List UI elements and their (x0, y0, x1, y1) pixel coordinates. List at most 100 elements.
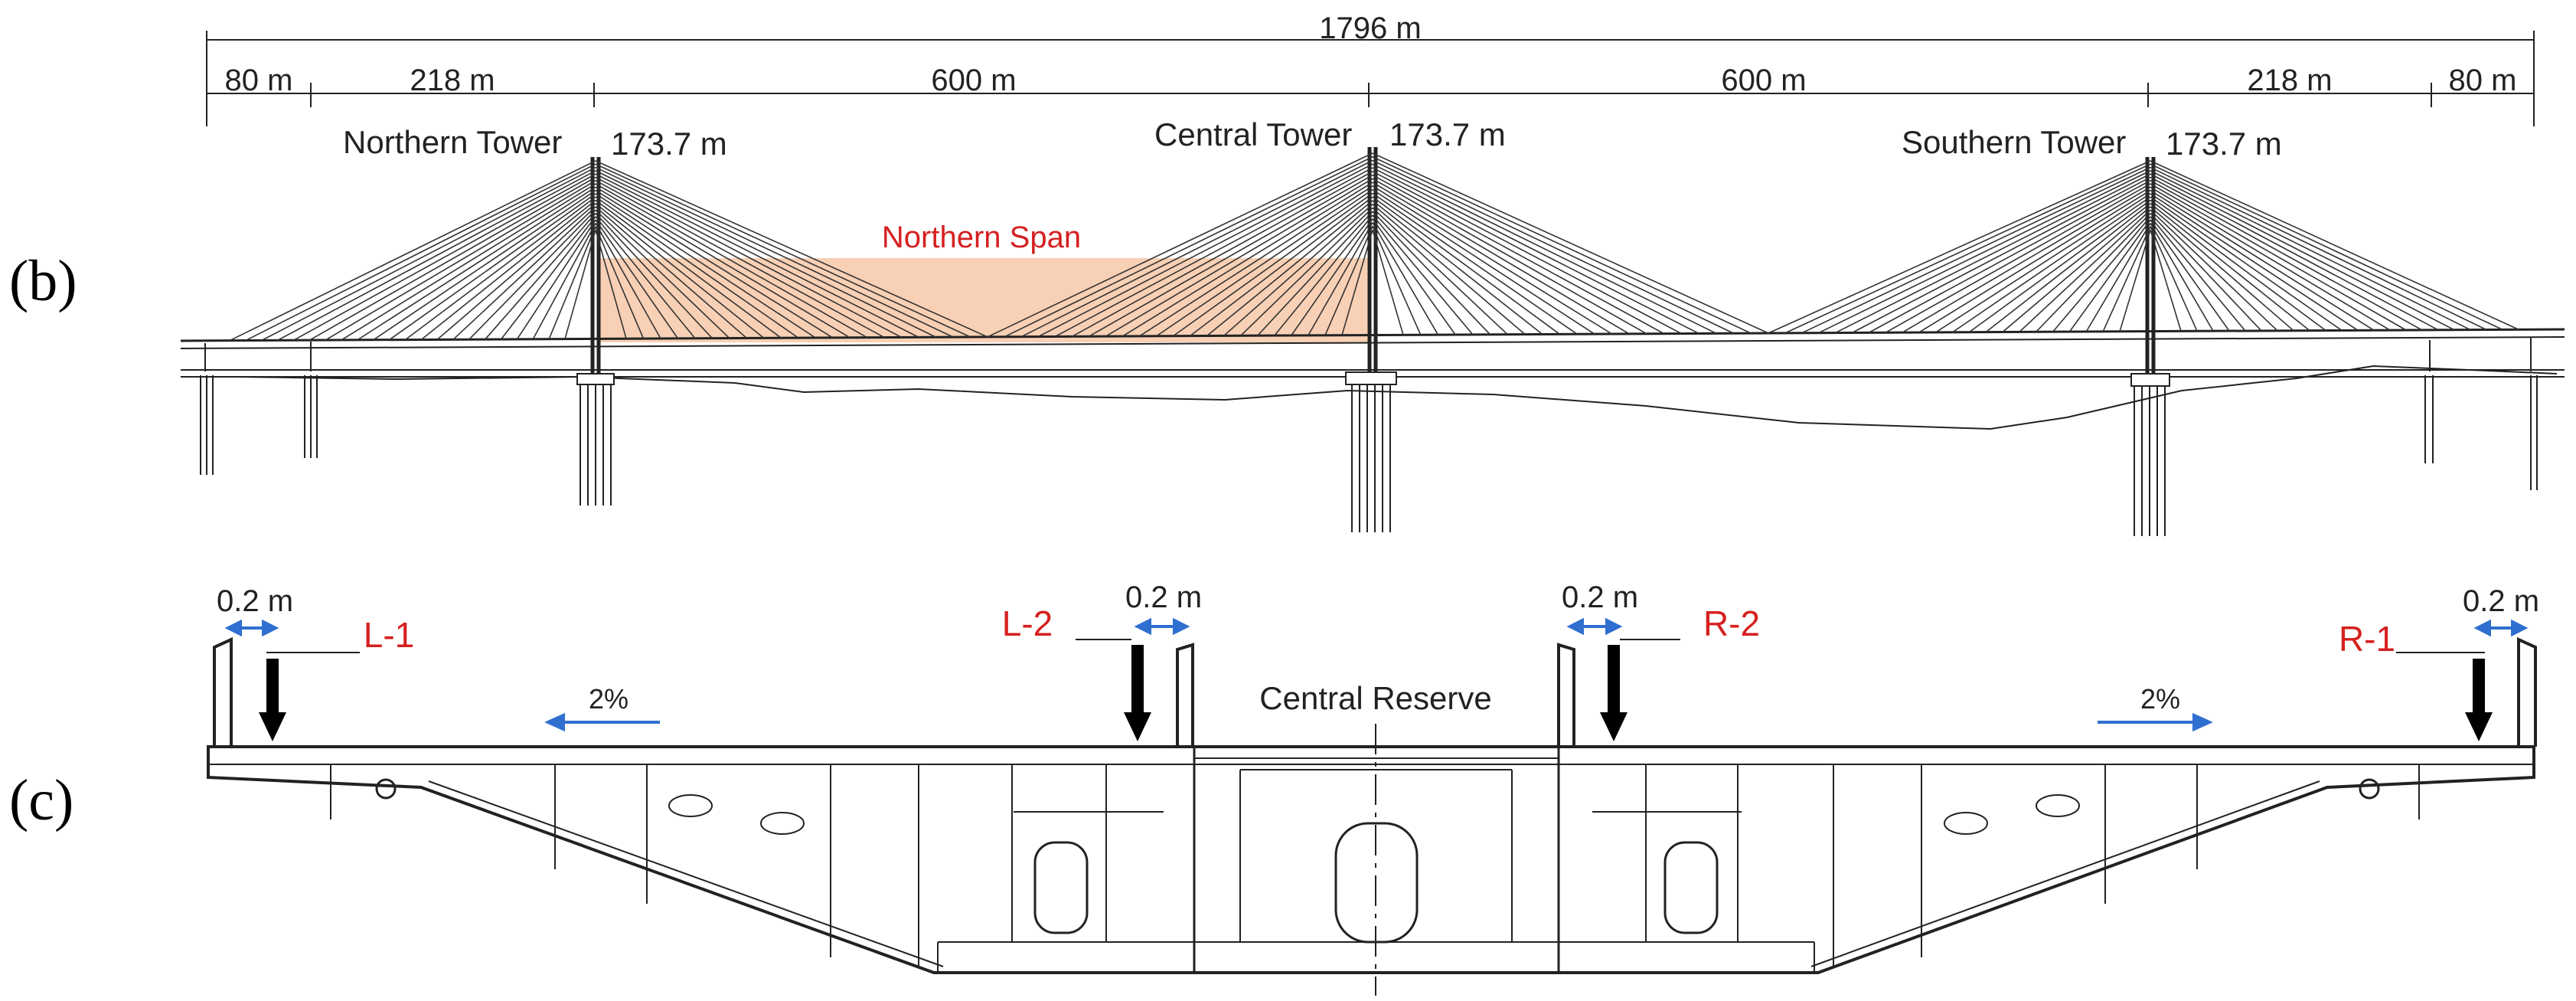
stay-cable (595, 226, 645, 339)
stay-cable (1156, 188, 1373, 337)
stay-cable (1341, 229, 1373, 335)
stay-cable (595, 229, 627, 339)
stay-cable (2150, 170, 2471, 331)
stay-cable (1902, 186, 2151, 333)
stay-cable (309, 176, 596, 341)
bridge-deck (180, 328, 2565, 378)
stay-cable (595, 219, 679, 339)
stay-cable (1835, 173, 2151, 334)
stay-cable (595, 193, 816, 339)
stay-cables (229, 152, 2519, 342)
stay-cable (2150, 186, 2391, 331)
stay-cable (595, 180, 885, 339)
stay-cable (341, 183, 596, 341)
dimension-lines (206, 31, 2535, 126)
stay-cable (404, 196, 596, 341)
lane-label-r2: R-2 (1703, 604, 1760, 643)
stay-cable (1037, 163, 1373, 338)
stay-cable (452, 206, 596, 340)
stay-cable (229, 160, 596, 342)
stay-cable (1868, 180, 2151, 334)
stay-cable (595, 163, 971, 338)
load-leaders (266, 639, 2485, 653)
gap-label-left-outer: 0.2 m (217, 584, 293, 618)
gap-label-left-inner: 0.2 m (1125, 581, 1202, 614)
stay-cable (1121, 182, 1373, 337)
slope-label-left: 2% (589, 683, 628, 715)
stay-cable (595, 213, 713, 339)
stay-cable (2150, 166, 2487, 331)
stay-cable (2150, 173, 2455, 331)
stay-cable (595, 186, 851, 339)
span-label-6: 80 m (2449, 64, 2517, 97)
stay-cable (1372, 167, 1699, 335)
stay-cable (2002, 206, 2151, 333)
stay-cable (2036, 213, 2151, 332)
span-label-1: 80 m (225, 64, 293, 97)
stay-cable (1020, 159, 1373, 338)
panel-label-b: (b) (9, 249, 77, 313)
stay-cable (2150, 223, 2214, 332)
stay-cable (548, 226, 596, 339)
stay-cable (595, 170, 936, 338)
stay-cable (1372, 204, 1526, 335)
stay-cable (1768, 160, 2151, 334)
northern-tower-label: Northern Tower (343, 124, 562, 160)
stay-cable (1918, 189, 2151, 333)
stay-cable (1851, 176, 2151, 334)
barriers (213, 636, 2537, 747)
stay-cable (595, 203, 765, 339)
stay-cable (261, 166, 596, 342)
stay-cable (1173, 192, 1373, 337)
stay-cable (1308, 222, 1373, 336)
stay-cable (2150, 213, 2262, 332)
stay-cable (595, 189, 834, 339)
southern-tower (2130, 157, 2170, 536)
stay-cable (1206, 200, 1373, 337)
stay-cable (1968, 199, 2151, 333)
stay-cable (2150, 199, 2326, 332)
stay-cable (1818, 170, 2151, 334)
stay-cable (1004, 156, 1373, 338)
span-label-2: 218 m (410, 64, 495, 97)
central-tower-height: 173.7 m (1389, 116, 1506, 152)
stay-cable (595, 183, 868, 339)
northern-tower (576, 157, 615, 505)
stay-cable (2068, 219, 2151, 332)
slope-arrows (544, 712, 2213, 732)
total-length-label: 1796 m (1319, 11, 1421, 45)
lane-label-l2: L-2 (1002, 604, 1053, 643)
stay-cable (1054, 167, 1373, 338)
stay-cable (1372, 159, 1734, 334)
span-label-4: 600 m (1721, 64, 1806, 97)
stay-cable (1105, 178, 1373, 337)
river-bed-profile (237, 365, 2558, 430)
span-label-3: 600 m (931, 64, 1016, 97)
stay-cable (469, 209, 596, 340)
stay-cable (1324, 225, 1373, 336)
stay-cable (595, 173, 919, 339)
stay-cable (2150, 160, 2519, 331)
stay-cable (532, 223, 596, 340)
stay-cable (595, 166, 954, 338)
stay-cable (500, 216, 596, 340)
stay-cable (245, 163, 596, 342)
stay-cable (1801, 166, 2151, 334)
stay-cable (1372, 207, 1508, 335)
stay-cable (516, 219, 596, 340)
stay-cable (1372, 196, 1560, 335)
stay-cable (1372, 222, 1439, 335)
stay-cable (2150, 226, 2198, 332)
stay-cable (485, 213, 596, 340)
stay-cable (595, 176, 902, 339)
stay-cable (1138, 185, 1373, 337)
stay-cable (2019, 209, 2151, 333)
gap-label-right-outer: 0.2 m (2463, 584, 2539, 618)
stay-cable (595, 199, 782, 339)
stay-cable (1372, 174, 1665, 335)
stay-cable (595, 223, 661, 339)
stay-cable (277, 170, 596, 342)
stay-cable (1784, 163, 2151, 334)
stay-cable (1274, 214, 1373, 336)
